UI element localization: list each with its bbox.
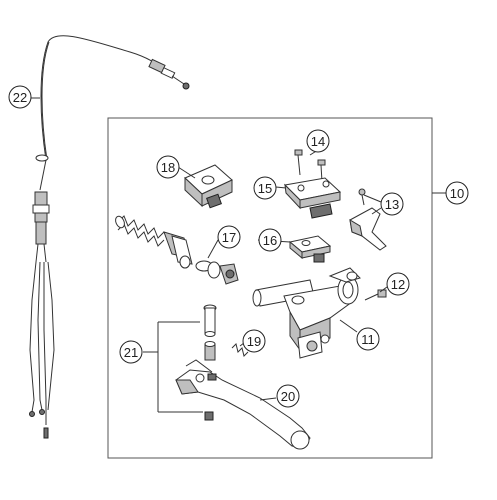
callout-22: 22 — [8, 85, 32, 109]
master-cylinder-body-11 — [252, 267, 361, 359]
callout-13: 13 — [380, 192, 404, 216]
callout-16-number: 16 — [263, 233, 277, 248]
callout-21-number: 21 — [124, 345, 138, 360]
callout-20: 20 — [276, 384, 300, 408]
piston-spring-17 — [115, 215, 239, 285]
callout-21: 21 — [119, 340, 143, 364]
callout-14-number: 14 — [311, 134, 325, 149]
callout-11-number: 11 — [361, 332, 375, 347]
screws-14 — [294, 149, 326, 183]
bolt-12 — [364, 289, 387, 301]
lever-20 — [175, 359, 311, 450]
callout-19: 19 — [242, 329, 266, 353]
bracket-18 — [184, 164, 233, 209]
spring-pin-19 — [231, 343, 249, 357]
callout-22-number: 22 — [13, 90, 27, 105]
reservoir-cap-15 — [283, 177, 342, 219]
callout-14: 14 — [306, 129, 330, 153]
callout-16: 16 — [258, 228, 282, 252]
callout-20-number: 20 — [281, 389, 295, 404]
callout-12: 12 — [386, 272, 410, 296]
assembly-frame — [107, 117, 433, 459]
cover-16 — [288, 235, 332, 263]
leader-lines — [31, 97, 448, 401]
pivot-parts-21 — [157, 304, 217, 421]
callout-10-number: 10 — [450, 186, 464, 201]
callout-19-number: 19 — [247, 334, 261, 349]
callout-18: 18 — [156, 155, 180, 179]
callout-17-number: 17 — [222, 230, 236, 245]
callout-18-number: 18 — [161, 160, 175, 175]
callout-15: 15 — [253, 176, 277, 200]
adjuster-13 — [349, 188, 387, 251]
callout-10: 10 — [445, 181, 469, 205]
callout-13-number: 13 — [385, 197, 399, 212]
callout-15-number: 15 — [258, 181, 272, 196]
callout-11: 11 — [356, 327, 380, 351]
callout-17: 17 — [217, 225, 241, 249]
callout-12-number: 12 — [391, 277, 405, 292]
clutch-cable — [29, 35, 190, 439]
